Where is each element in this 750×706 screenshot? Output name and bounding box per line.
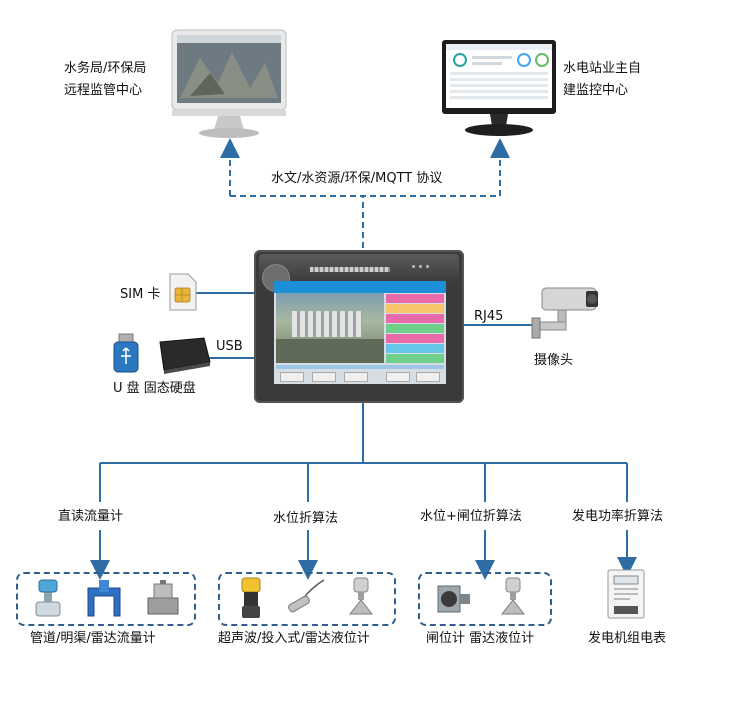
power-meter-devices-label: 发电机组电表 xyxy=(588,631,667,646)
screen-button xyxy=(386,372,410,382)
radar-level-meter-icon xyxy=(500,577,526,615)
method-label-level-gate: 水位+闸位折算法 xyxy=(420,508,522,526)
method-label-direct-flowmeter: 直读流量计 xyxy=(58,508,124,526)
device-brand-strip xyxy=(310,267,390,272)
screen-header-bar xyxy=(274,281,446,293)
sim-card-label: SIM 卡 xyxy=(120,287,161,302)
usb-label: USB xyxy=(216,339,243,354)
radar-flowmeter-icon xyxy=(147,580,179,615)
screen-data-table xyxy=(386,294,444,364)
screen-button xyxy=(416,372,440,382)
central-rtu-device xyxy=(254,250,464,403)
level-meter-devices-label: 超声波/投入式/雷达液位计 xyxy=(218,631,370,646)
dam-riverbank xyxy=(276,339,384,363)
level-meter-group xyxy=(218,572,396,626)
rj45-label: RJ45 xyxy=(474,309,504,324)
screen-button xyxy=(344,372,368,382)
sensor-tree xyxy=(90,403,637,580)
open-channel-flowmeter-icon xyxy=(87,580,121,617)
status-led-icon xyxy=(419,265,422,268)
method-label-power: 发电功率折算法 xyxy=(572,508,664,526)
device-screen xyxy=(274,281,446,384)
flowmeter-group xyxy=(16,572,196,626)
method-label-water-level: 水位折算法 xyxy=(273,510,339,528)
camera-label: 摄像头 xyxy=(534,353,574,368)
screen-button xyxy=(280,372,304,382)
flowmeter-devices-label: 管道/明渠/雷达流量计 xyxy=(30,631,156,646)
sim-card-icon xyxy=(169,273,197,311)
water-bureau-label: 水务局/环保局 远程监管中心 xyxy=(64,61,147,98)
status-led-icon xyxy=(412,265,415,268)
protocol-label: 水文/水资源/环保/MQTT 协议 xyxy=(268,170,446,188)
radar-level-meter-icon xyxy=(348,577,374,615)
protocol-link xyxy=(220,138,510,248)
pipe-flowmeter-icon xyxy=(35,579,61,617)
status-led-icon xyxy=(426,265,429,268)
power-meter-icon xyxy=(607,569,645,619)
screen-footer-strip xyxy=(276,365,444,369)
monitor-hydro-station-icon xyxy=(442,40,556,136)
camera-icon xyxy=(531,287,598,339)
gate-level-devices-label: 闸位计 雷达液位计 xyxy=(426,631,535,646)
storage-label: U 盘 固态硬盘 xyxy=(113,381,196,396)
hydro-station-label: 水电站业主自 建监控中心 xyxy=(563,61,642,98)
dam-gates xyxy=(292,311,362,337)
gate-position-meter-icon xyxy=(437,585,470,613)
usb-drive-icon xyxy=(113,333,139,373)
screen-button xyxy=(312,372,336,382)
ultrasonic-level-meter-icon xyxy=(241,577,261,618)
monitor-water-bureau-icon xyxy=(171,29,287,138)
ssd-icon xyxy=(159,337,211,374)
dam-photo xyxy=(276,293,384,363)
submersible-level-meter-icon xyxy=(288,579,325,613)
gate-level-group xyxy=(418,572,552,626)
